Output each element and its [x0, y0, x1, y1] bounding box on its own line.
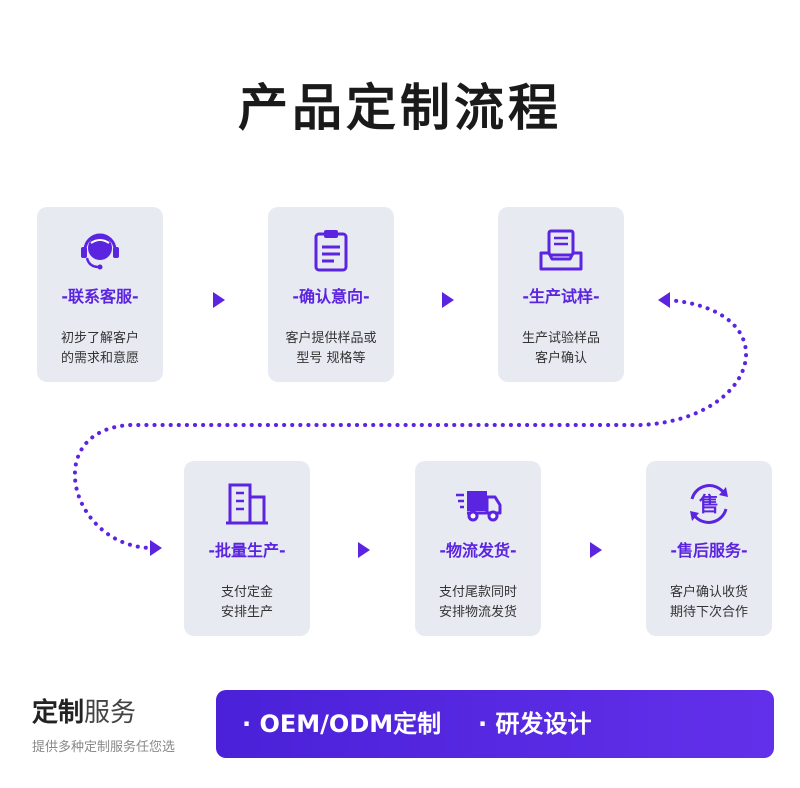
footer-title: 定制服务	[32, 698, 137, 728]
connector-arrowhead-left	[658, 292, 670, 308]
step-card-mass-production: -批量生产- 支付定金安排生产	[184, 461, 310, 636]
page-title: 产品定制流程	[238, 79, 562, 137]
step-description: 支付尾款同时安排物流发货	[438, 585, 517, 620]
building-icon	[226, 483, 268, 525]
step-card-confirm-intent: -确认意向- 客户提供样品或型号 规格等	[268, 207, 394, 382]
flow-arrow	[358, 542, 370, 558]
step-label: -批量生产-	[208, 541, 286, 560]
step-description: 客户确认收货期待下次合作	[669, 585, 748, 620]
step-label: -物流发货-	[439, 541, 517, 560]
connector-arrowhead-right	[150, 540, 162, 556]
clipboard-icon	[314, 230, 348, 272]
step-card-contact-service: -联系客服- 初步了解客户的需求和意愿	[37, 207, 163, 382]
banner-item-rd-design: · 研发设计	[478, 710, 592, 738]
footer-subtitle: 提供多种定制服务任您选	[32, 740, 176, 755]
tray-document-icon	[539, 229, 583, 271]
step-description: 支付定金安排生产	[220, 585, 273, 620]
headset-icon	[81, 233, 119, 270]
banner-item-oem-odm: · OEM/ODM定制	[242, 710, 442, 738]
truck-icon	[456, 491, 502, 522]
step-label: -售后服务-	[670, 541, 748, 560]
flow-arrow	[590, 542, 602, 558]
after-sales-icon: 售	[690, 484, 728, 524]
step-card-trial-production: -生产试样- 生产试验样品客户确认	[498, 207, 624, 382]
flow-arrow	[213, 292, 225, 308]
step-description: 初步了解客户的需求和意愿	[60, 331, 139, 366]
step-description: 生产试验样品客户确认	[521, 331, 600, 366]
step-card-logistics: -物流发货- 支付尾款同时安排物流发货	[415, 461, 541, 636]
step-label: -生产试样-	[522, 287, 600, 306]
step-description: 客户提供样品或型号 规格等	[285, 331, 377, 366]
step-card-after-sales: 售 -售后服务- 客户确认收货期待下次合作	[646, 461, 772, 636]
service-banner: · OEM/ODM定制 · 研发设计	[216, 690, 774, 758]
step-label: -联系客服-	[61, 287, 139, 306]
flow-arrow	[442, 292, 454, 308]
step-label: -确认意向-	[292, 287, 370, 306]
svg-text:售: 售	[699, 492, 719, 516]
